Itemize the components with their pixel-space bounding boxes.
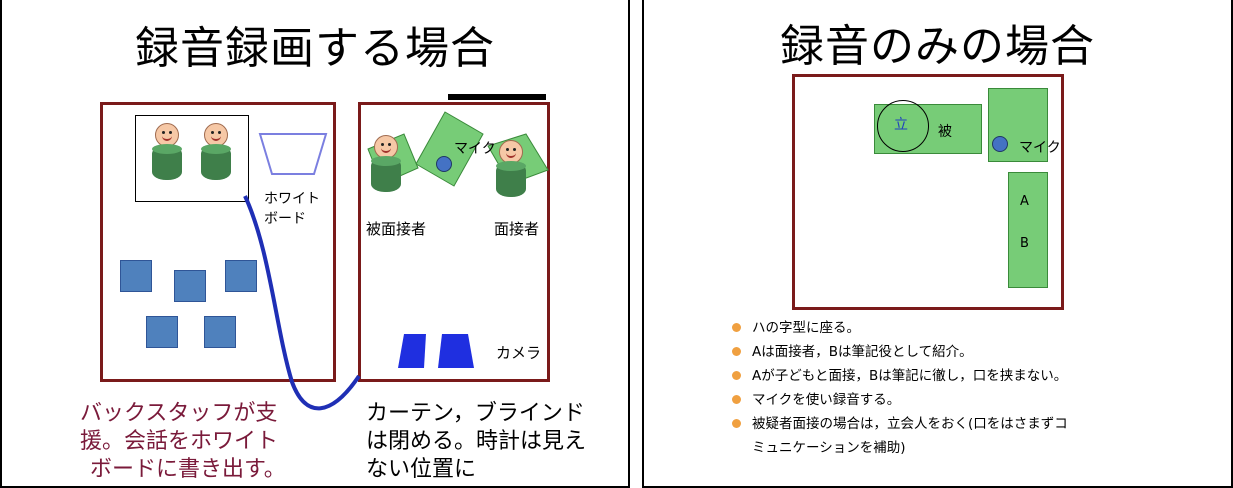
witness-circle <box>877 100 929 152</box>
curtain-bar <box>448 94 546 100</box>
caption-curtain-line-2: は閉める。時計は見え <box>366 429 587 454</box>
bullet-icon <box>732 395 741 404</box>
interviewer-body <box>496 161 526 197</box>
interview-room <box>358 102 550 382</box>
mic-icon <box>992 136 1008 152</box>
interviewer-label: 面接者 <box>494 220 540 238</box>
caption-curtain: カーテン，ブラインド は閉める。時計は見え ない位置に <box>366 400 586 484</box>
chair-3 <box>225 260 257 292</box>
caption-backstaff-line-2: 援。会話をホワイト <box>80 429 279 454</box>
slide-audio-only: 録音のみの場合 立 被 マイク A B ハの字型に座る。 Aは面接者，Bは筆記役… <box>642 0 1233 488</box>
bullet-icon <box>732 323 741 332</box>
guideline-list: ハの字型に座る。 Aは面接者，Bは筆記役として紹介。 Aが子どもと面接，Bは筆記… <box>732 316 1231 460</box>
bullet-icon <box>732 419 741 428</box>
interviewee-body <box>371 156 401 192</box>
caption-curtain-line-3: ない位置に <box>366 457 477 482</box>
bullet-icon <box>732 347 741 356</box>
whiteboard-icon <box>258 133 328 175</box>
guideline-item: 被疑者面接の場合は，立会人をおく(口をはさまずコ <box>732 412 1231 436</box>
mic-label: マイク <box>454 141 496 157</box>
guideline-item-continuation: ミュニケーションを補助) <box>752 440 906 456</box>
slide-recording-video: 録音録画する場合 ホワイト ボード マイク 被面接者 面接者 カメラ バックスタ… <box>0 0 630 488</box>
monitor-cable <box>243 195 361 411</box>
chair-5 <box>204 316 236 348</box>
mic-label: マイク <box>1019 140 1061 156</box>
table-ab <box>1008 172 1048 288</box>
witness-label: 立 <box>894 117 908 133</box>
interviewee-label: 被面接者 <box>366 220 427 238</box>
interviewee-label: 被 <box>938 124 952 140</box>
whiteboard-label-1: ホワイト <box>264 191 320 207</box>
interviewee-face <box>374 135 398 159</box>
chair-2 <box>174 270 206 302</box>
back-staff-body-1 <box>152 144 182 180</box>
slide-title: 録音のみの場合 <box>780 21 1095 72</box>
chair-4 <box>146 316 178 348</box>
whiteboard-label-2: ボード <box>264 211 306 227</box>
camera-label: カメラ <box>496 344 542 362</box>
interviewer-a-label: A <box>1020 194 1029 209</box>
guideline-item: ハの字型に座る。 <box>732 316 1231 340</box>
guideline-item: Aが子どもと面接，Bは筆記に徹し，口を挟まない。 <box>732 364 1231 388</box>
chair-1 <box>120 260 152 292</box>
observation-room <box>100 102 336 382</box>
interview-room <box>792 74 1064 310</box>
caption-backstaff-line-3: ボードに書き出す。 <box>90 457 286 482</box>
back-staff-body-2 <box>201 144 231 180</box>
guideline-item: マイクを使い録音する。 <box>732 388 1231 412</box>
caption-backstaff: バックスタッフが支 援。会話をホワイト ボードに書き出す。 <box>80 400 286 484</box>
note-taker-b-label: B <box>1020 236 1029 251</box>
camera-icon <box>398 334 474 368</box>
caption-backstaff-line-1: バックスタッフが支 <box>80 401 278 426</box>
slide-title: 録音録画する場合 <box>135 23 495 74</box>
caption-curtain-line-1: カーテン，ブラインド <box>366 401 585 426</box>
mic-icon <box>436 156 452 172</box>
bullet-icon <box>732 371 741 380</box>
guideline-item: Aは面接者，Bは筆記役として紹介。 <box>732 340 1231 364</box>
